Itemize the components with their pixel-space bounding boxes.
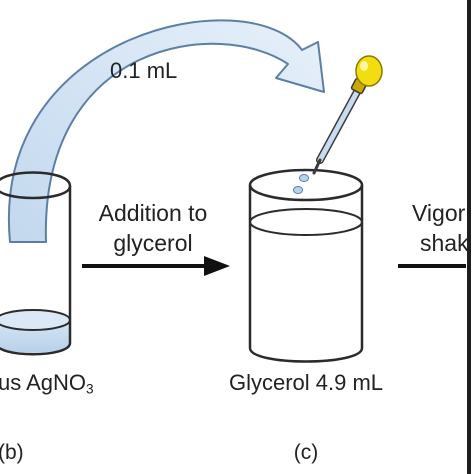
curved-transfer-arrow-icon <box>7 19 325 243</box>
beaker-b-label-subscript: 3 <box>86 381 94 397</box>
beaker-b-label-main: us AgNO <box>0 370 87 395</box>
right-arrow-icon <box>82 256 230 276</box>
step-addition-label-line1: Addition to <box>98 200 208 226</box>
step-shaking-label-line2: shak <box>420 230 469 256</box>
panel-label-b: (b) <box>0 441 24 464</box>
step-addition-label-line2: glycerol <box>113 230 193 256</box>
beaker-c-label: Glycerol 4.9 mL <box>228 370 384 395</box>
beaker-c-icon <box>248 168 364 363</box>
beaker-b-icon <box>0 171 72 356</box>
step-shaking-label-line1: Vigor <box>412 200 466 226</box>
dropper-pipette-icon <box>293 55 383 194</box>
beaker-b-label: us AgNO3 <box>0 370 94 397</box>
panel-label-c: (c) <box>293 441 319 464</box>
transfer-volume-label: 0.1 mL <box>110 58 178 83</box>
